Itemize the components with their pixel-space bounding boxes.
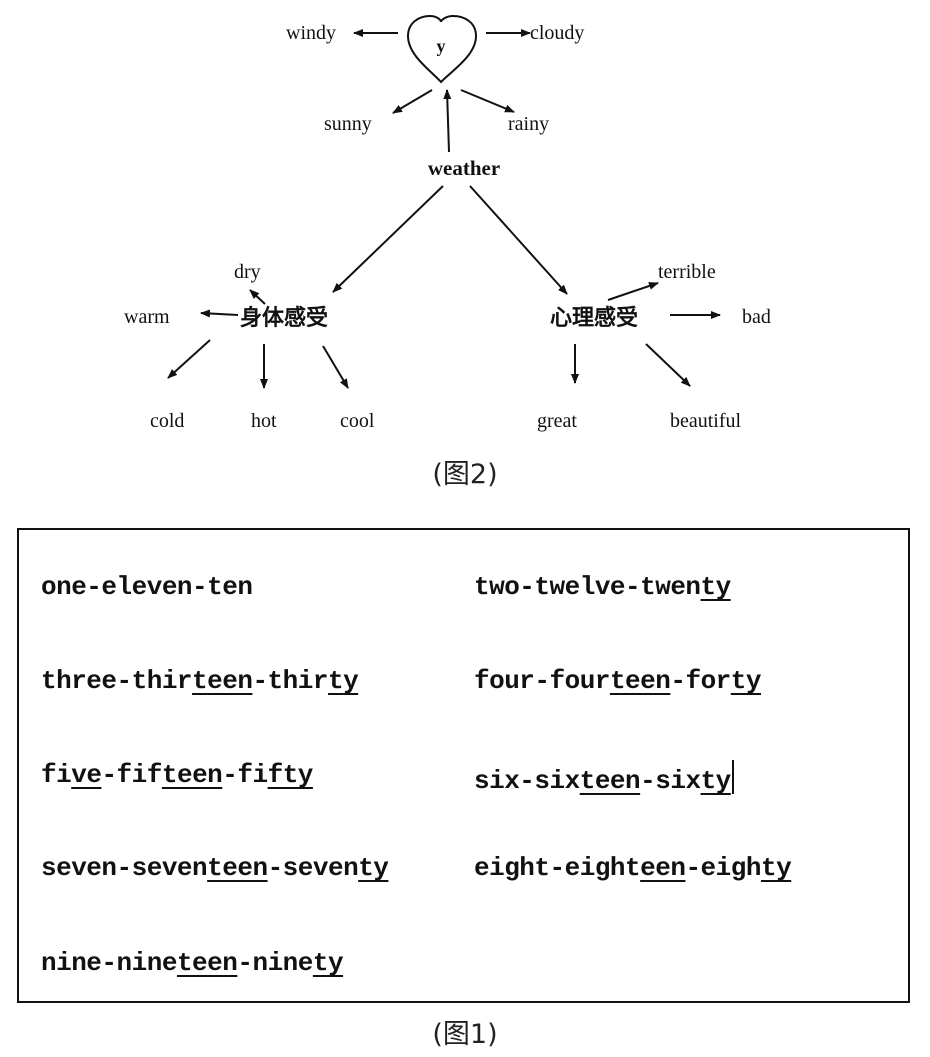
word-segment: three-thir [41,666,193,696]
underlined-segment: fty [267,760,314,790]
list-item: seven-seventeen-seventy [41,853,389,883]
underlined-segment: teen [176,948,238,978]
word-windy: windy [286,22,336,44]
word-segment: -seven [267,853,359,883]
number-words-box: one-eleven-ten two-twelve-twenty three-t… [17,528,910,1003]
list-item: two-twelve-twenty [474,572,731,602]
word-segment: -thir [252,666,328,696]
word-terrible: terrible [658,261,716,283]
underlined-segment: ty [312,948,344,978]
word-segment: six-six [474,766,580,796]
arrow-to-warm [200,309,239,318]
heart-icon [406,14,478,84]
underlined-segment: ve [71,760,102,790]
word-segment: -six [640,766,701,796]
word-segment: two-twelve-twen [474,572,701,602]
center-word: y [437,36,446,56]
word-bad: bad [742,306,771,328]
list-item: three-thirteen-thirty [41,666,359,696]
branch-right-label: 心理感受 [550,305,638,331]
underlined-segment: ty [760,853,792,883]
word-segment: fi [41,760,72,790]
weather-mind-map: y windy cloudy sunny rainy weather 身体感受 … [124,14,771,432]
underlined-segment: ty [327,666,359,696]
underlined-segment: teen [609,666,671,696]
text-cursor [731,760,734,794]
arrow-to-branch-right [469,185,568,295]
underlined-segment: een [640,853,686,883]
word-segment: -nine [237,948,313,978]
figure-2-caption: (图2) [432,459,498,490]
branch-left-label: 身体感受 [240,305,328,331]
word-dry: dry [234,261,261,283]
word-hot: hot [251,410,277,432]
list-item: four-fourteen-forty [474,666,762,696]
arrow-to-rainy [460,89,515,113]
word-segment: nine-nine [41,948,177,978]
word-great: great [537,410,577,432]
word-segment: -for [670,666,731,696]
underlined-segment: teen [207,853,268,883]
word-cold: cold [150,410,184,432]
arrow-to-branch-left [332,185,444,293]
word-segment: -fif [101,760,162,790]
root-word: weather [428,156,500,180]
underlined-segment: ty [358,853,389,883]
word-segment: seven-seven [41,853,208,883]
word-sunny: sunny [324,113,372,135]
word-rainy: rainy [508,113,549,135]
word-segment: four-four [474,666,610,696]
arrow-to-heart [443,89,452,153]
arrow-to-cold [167,339,211,379]
list-item: eight-eighteen-eighty [474,853,792,883]
word-cool: cool [340,410,375,432]
list-item: five-fifteen-fifty [41,760,313,790]
word-cloudy: cloudy [530,22,584,44]
list-item: one-eleven-ten [41,572,253,602]
word-segment: -fi [222,760,268,790]
underlined-segment: teen [579,766,641,796]
underlined-segment: teen [192,666,253,696]
figure-1-caption: (图1) [432,1019,498,1050]
word-segment: -eigh [685,853,761,883]
underlined-segment: ty [700,572,732,602]
underlined-segment: ty [730,666,762,696]
arrow-to-beautiful [645,343,691,387]
list-item: six-sixteen-sixty [474,760,734,796]
word-beautiful: beautiful [670,410,742,432]
arrow-to-sunny [392,89,433,114]
arrow-to-dry [249,289,266,305]
word-warm: warm [124,306,170,328]
arrow-to-cool [322,345,349,389]
underlined-segment: teen [161,760,223,790]
underlined-segment: ty [700,766,732,796]
arrow-to-terrible [607,282,659,301]
word-segment: eight-eight [474,853,641,883]
list-item: nine-nineteen-ninety [41,948,344,978]
word-segment: one-eleven-ten [41,572,253,602]
